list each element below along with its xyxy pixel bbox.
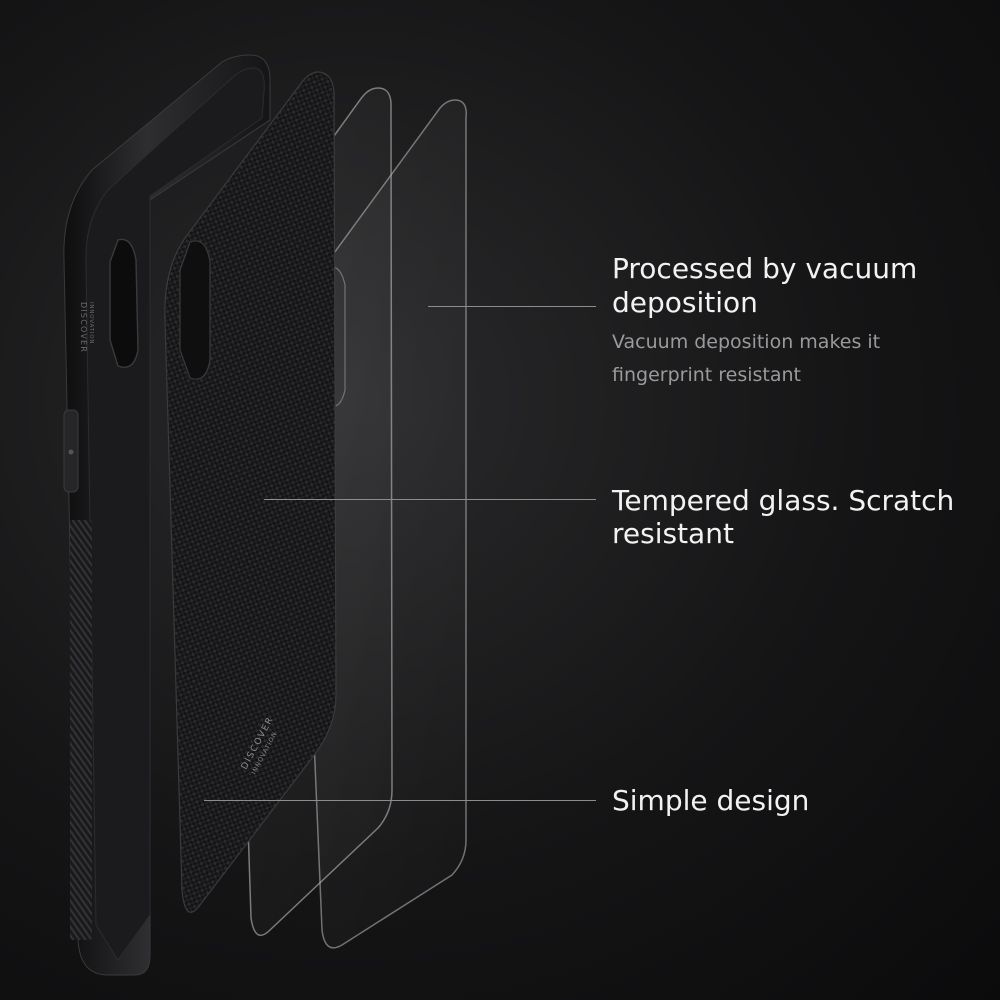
callout-line-glass: [264, 499, 596, 500]
callout-line-design: [204, 800, 596, 801]
vacuum-deposition-detail: Vacuum deposition makes it fingerprint r…: [612, 331, 881, 386]
tempered-glass-title: Tempered glass. Scratch resistant: [612, 484, 955, 550]
bumper-logo: DISCOVER INNOVATION: [79, 302, 94, 353]
svg-text:DISCOVER: DISCOVER: [79, 302, 88, 353]
callout-line-vacuum: [428, 306, 596, 307]
svg-text:INNOVATION: INNOVATION: [88, 302, 94, 344]
simple-design-title: Simple design: [612, 784, 810, 817]
bumper-frame: DISCOVER INNOVATION: [63, 54, 271, 976]
vacuum-deposition-title: Processed by vacuum deposition: [612, 252, 918, 319]
carbon-fiber-layer: DISCOVER INNOVATION: [164, 71, 337, 913]
grip-texture: [70, 520, 92, 940]
